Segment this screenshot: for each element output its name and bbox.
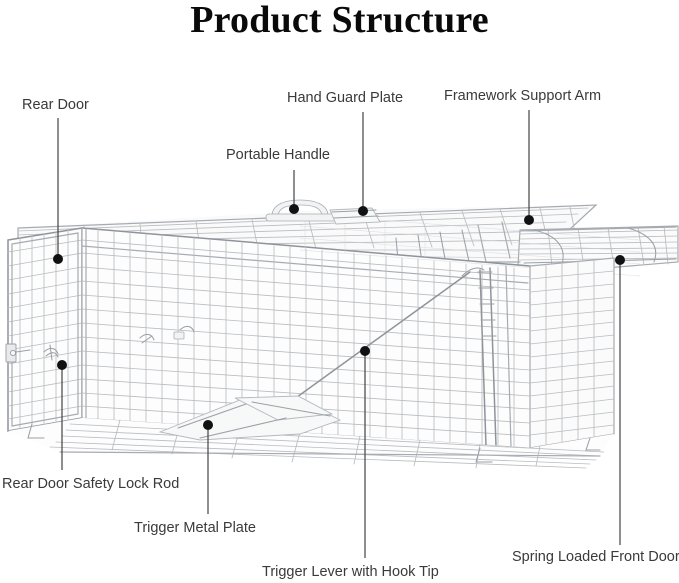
callout-label-rear-door: Rear Door (22, 97, 89, 113)
callout-label-portable-handle: Portable Handle (226, 147, 330, 163)
callout-dot-trigger-metal-plate (203, 420, 213, 430)
callout-label-trigger-metal-plate: Trigger Metal Plate (134, 520, 256, 536)
portable-handle-detail (265, 199, 339, 222)
callout-dot-framework-support-arm (524, 215, 534, 225)
rear-door-panel (7, 227, 83, 432)
cage-side-panel (81, 227, 531, 453)
cage-feet (27, 423, 601, 463)
front-opening-end-panel (529, 257, 615, 449)
spring-loaded-door-rods (477, 265, 512, 448)
hand-guard-plate-detail (329, 207, 381, 225)
callout-label-spring-loaded-front-door: Spring Loaded Front Door (512, 549, 679, 565)
callout-dot-spring-loaded-front-door (615, 255, 625, 265)
callout-label-framework-support-arm: Framework Support Arm (444, 88, 602, 104)
page-title: Product Structure (190, 0, 489, 41)
callout-dot-portable-handle (289, 204, 299, 214)
callout-label-trigger-lever-with-hook-tip: Trigger Lever with Hook Tip (262, 564, 439, 580)
callout-label-rear-door-safety-lock-rod: Rear Door Safety Lock Rod (2, 476, 180, 492)
callout-dot-rear-door-safety-lock-rod (57, 360, 67, 370)
callout-dot-rear-door (53, 254, 63, 264)
callout-leader-layer (53, 110, 625, 558)
rear-door-safety-lock-rod-detail (5, 343, 59, 363)
callout-dot-trigger-lever-with-hook-tip (360, 346, 370, 356)
callout-label-hand-guard-plate: Hand Guard Plate (287, 90, 404, 106)
callout-dot-hand-guard-plate (358, 206, 368, 216)
trigger-metal-plate-detail (158, 395, 342, 441)
cage-latch-clips (139, 325, 195, 344)
